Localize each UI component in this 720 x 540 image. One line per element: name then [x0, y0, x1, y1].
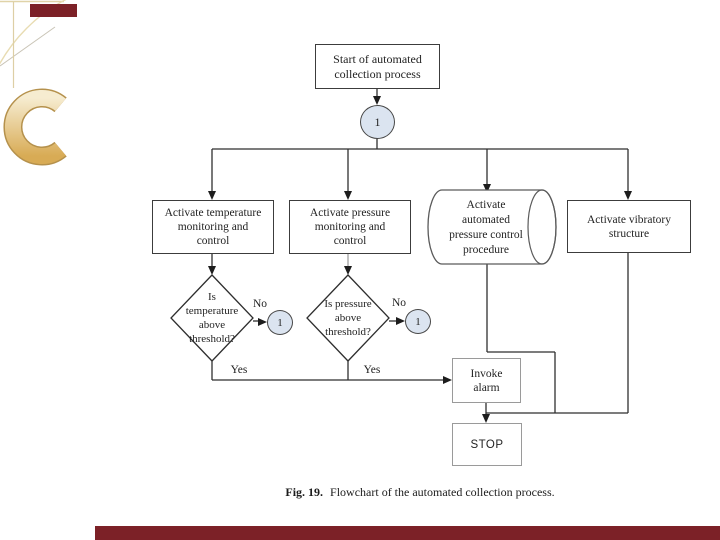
- ornament-diagonal-line: [0, 26, 56, 67]
- arrowheads: [208, 96, 632, 423]
- decision-pressure: Is pressure above threshold?: [324, 298, 372, 338]
- label-yes-temperature: Yes: [230, 364, 248, 376]
- figure-caption-text: Flowchart of the automated collection pr…: [330, 485, 555, 499]
- label-no-pressure: No: [391, 297, 407, 309]
- cylinder-auto-pressure: Activate automated pressure control proc…: [449, 199, 523, 256]
- label-no-temperature: No: [252, 298, 268, 310]
- c-ring-icon: [4, 90, 66, 164]
- label-yes-pressure: Yes: [363, 364, 381, 376]
- figure-caption-label: Fig. 19.: [285, 485, 324, 499]
- branch-box-pressure: Activate pressure monitoring and control: [289, 200, 411, 254]
- branch-box-vibratory: Activate vibratory structure: [567, 200, 691, 253]
- figure-caption: Fig. 19. Flowchart of the automated colle…: [120, 485, 720, 500]
- decision-temperature-shape: [170, 274, 254, 362]
- left-ornament: [0, 0, 67, 166]
- connector-circle-pressure-no: 1: [405, 309, 431, 334]
- top-accent-bar: [30, 4, 77, 17]
- invoke-alarm-box: Invoke alarm: [452, 358, 521, 403]
- connector-circle-top: 1: [360, 105, 395, 139]
- connector-circle-temp-no: 1: [267, 310, 293, 335]
- cylinder-shape: [427, 189, 557, 265]
- decision-temperature: Is temperature above threshold?: [185, 291, 239, 345]
- branch-box-temperature: Activate temperature monitoring and cont…: [152, 200, 274, 254]
- bottom-accent-bar: [95, 526, 720, 540]
- stop-box: STOP: [452, 423, 522, 466]
- decision-pressure-shape: [306, 274, 390, 362]
- node-start: Start of automated collection process: [315, 44, 440, 89]
